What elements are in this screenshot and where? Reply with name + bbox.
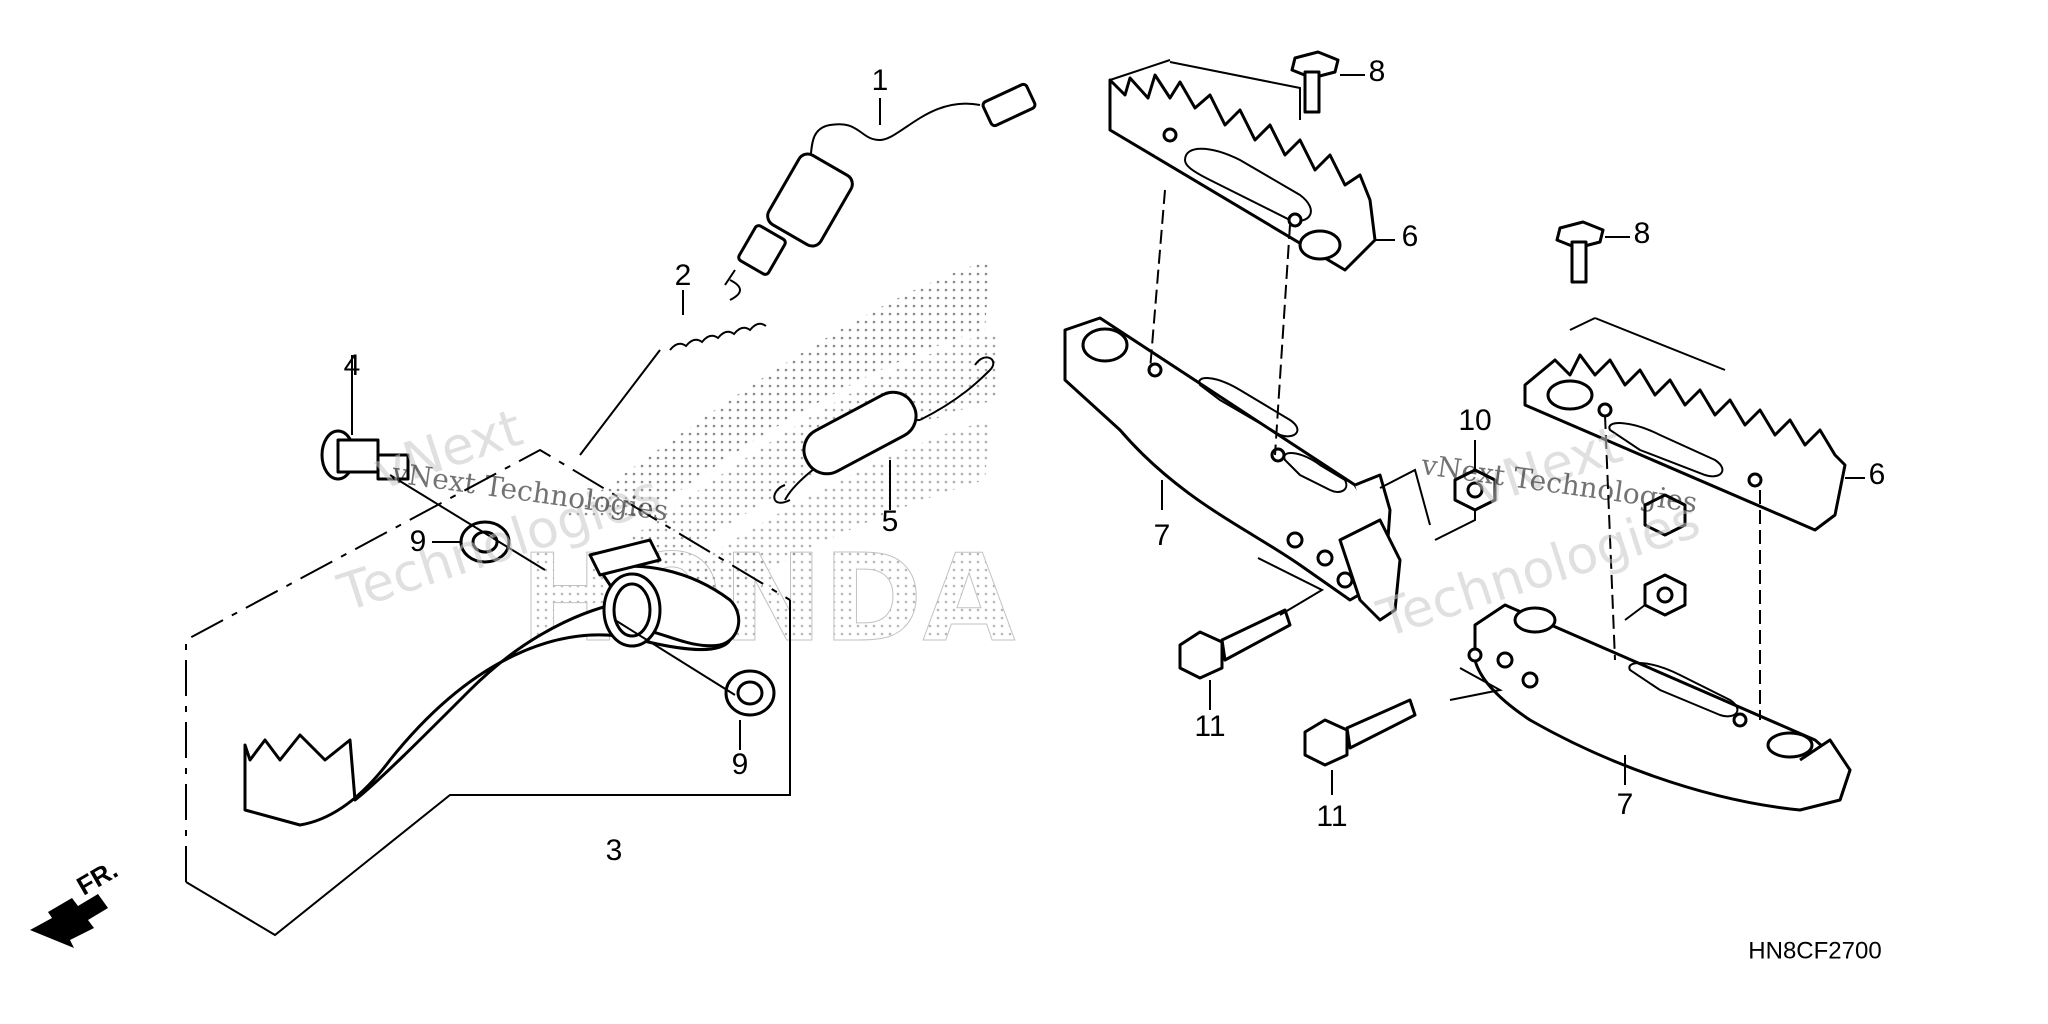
front-marker-text: FR.: [71, 854, 122, 901]
part-9-seal-lower: [724, 669, 776, 717]
callout-11-upper: 11: [1194, 710, 1225, 743]
assembly-outline-3: [185, 448, 791, 937]
callout-11-lower: 11: [1316, 800, 1347, 833]
part-8-bolt-lower: [1555, 220, 1630, 284]
part-5-return-spring: [773, 356, 995, 504]
leader-lines-left: [351, 98, 891, 750]
part-11-bolt-lower: [1303, 698, 1417, 795]
callout-8-upper: 8: [1369, 55, 1386, 88]
callout-1: 1: [872, 64, 889, 97]
callout-3: 3: [606, 834, 623, 867]
part-9-seal-upper: [459, 520, 511, 564]
callout-6-lower: 6: [1869, 458, 1886, 491]
callout-2: 2: [675, 259, 692, 292]
callout-8-lower: 8: [1634, 217, 1651, 250]
callout-6-upper: 6: [1402, 220, 1419, 253]
callout-10: 10: [1458, 404, 1491, 437]
part-7-bracket-upper: [1063, 316, 1402, 622]
part-6-step-plate-lower: [1523, 353, 1847, 532]
part-2-spring: [579, 279, 767, 456]
part-8-bolt-upper: [1290, 50, 1365, 114]
part-7-bracket-lower: [1467, 603, 1852, 812]
front-direction-marker: FR.: [30, 854, 123, 948]
part-11-bolt-upper: [1178, 608, 1292, 710]
callout-4: 4: [344, 349, 361, 382]
callout-labels: 1 2 3 4 5 6 6 7 7 8 8 9 9 10 11 11: [344, 55, 1886, 867]
callout-7-lower: 7: [1617, 788, 1634, 821]
callout-9-upper: 9: [410, 525, 427, 558]
part-1-stop-switch: [724, 82, 1037, 286]
diagram-code: HN8CF2700: [1748, 937, 1881, 964]
callout-9-lower: 9: [732, 748, 749, 781]
callout-5: 5: [882, 505, 899, 538]
callout-7-upper: 7: [1154, 519, 1171, 552]
part-3-brake-pedal: [243, 538, 741, 827]
part-6-step-plate-upper: [1108, 73, 1377, 272]
front-arrow-icon: [30, 894, 108, 948]
watermark-logo: HONDA: [520, 260, 1016, 670]
watermark-honda-text: HONDA: [520, 530, 1015, 669]
leader-lines-right: [1109, 59, 1865, 785]
